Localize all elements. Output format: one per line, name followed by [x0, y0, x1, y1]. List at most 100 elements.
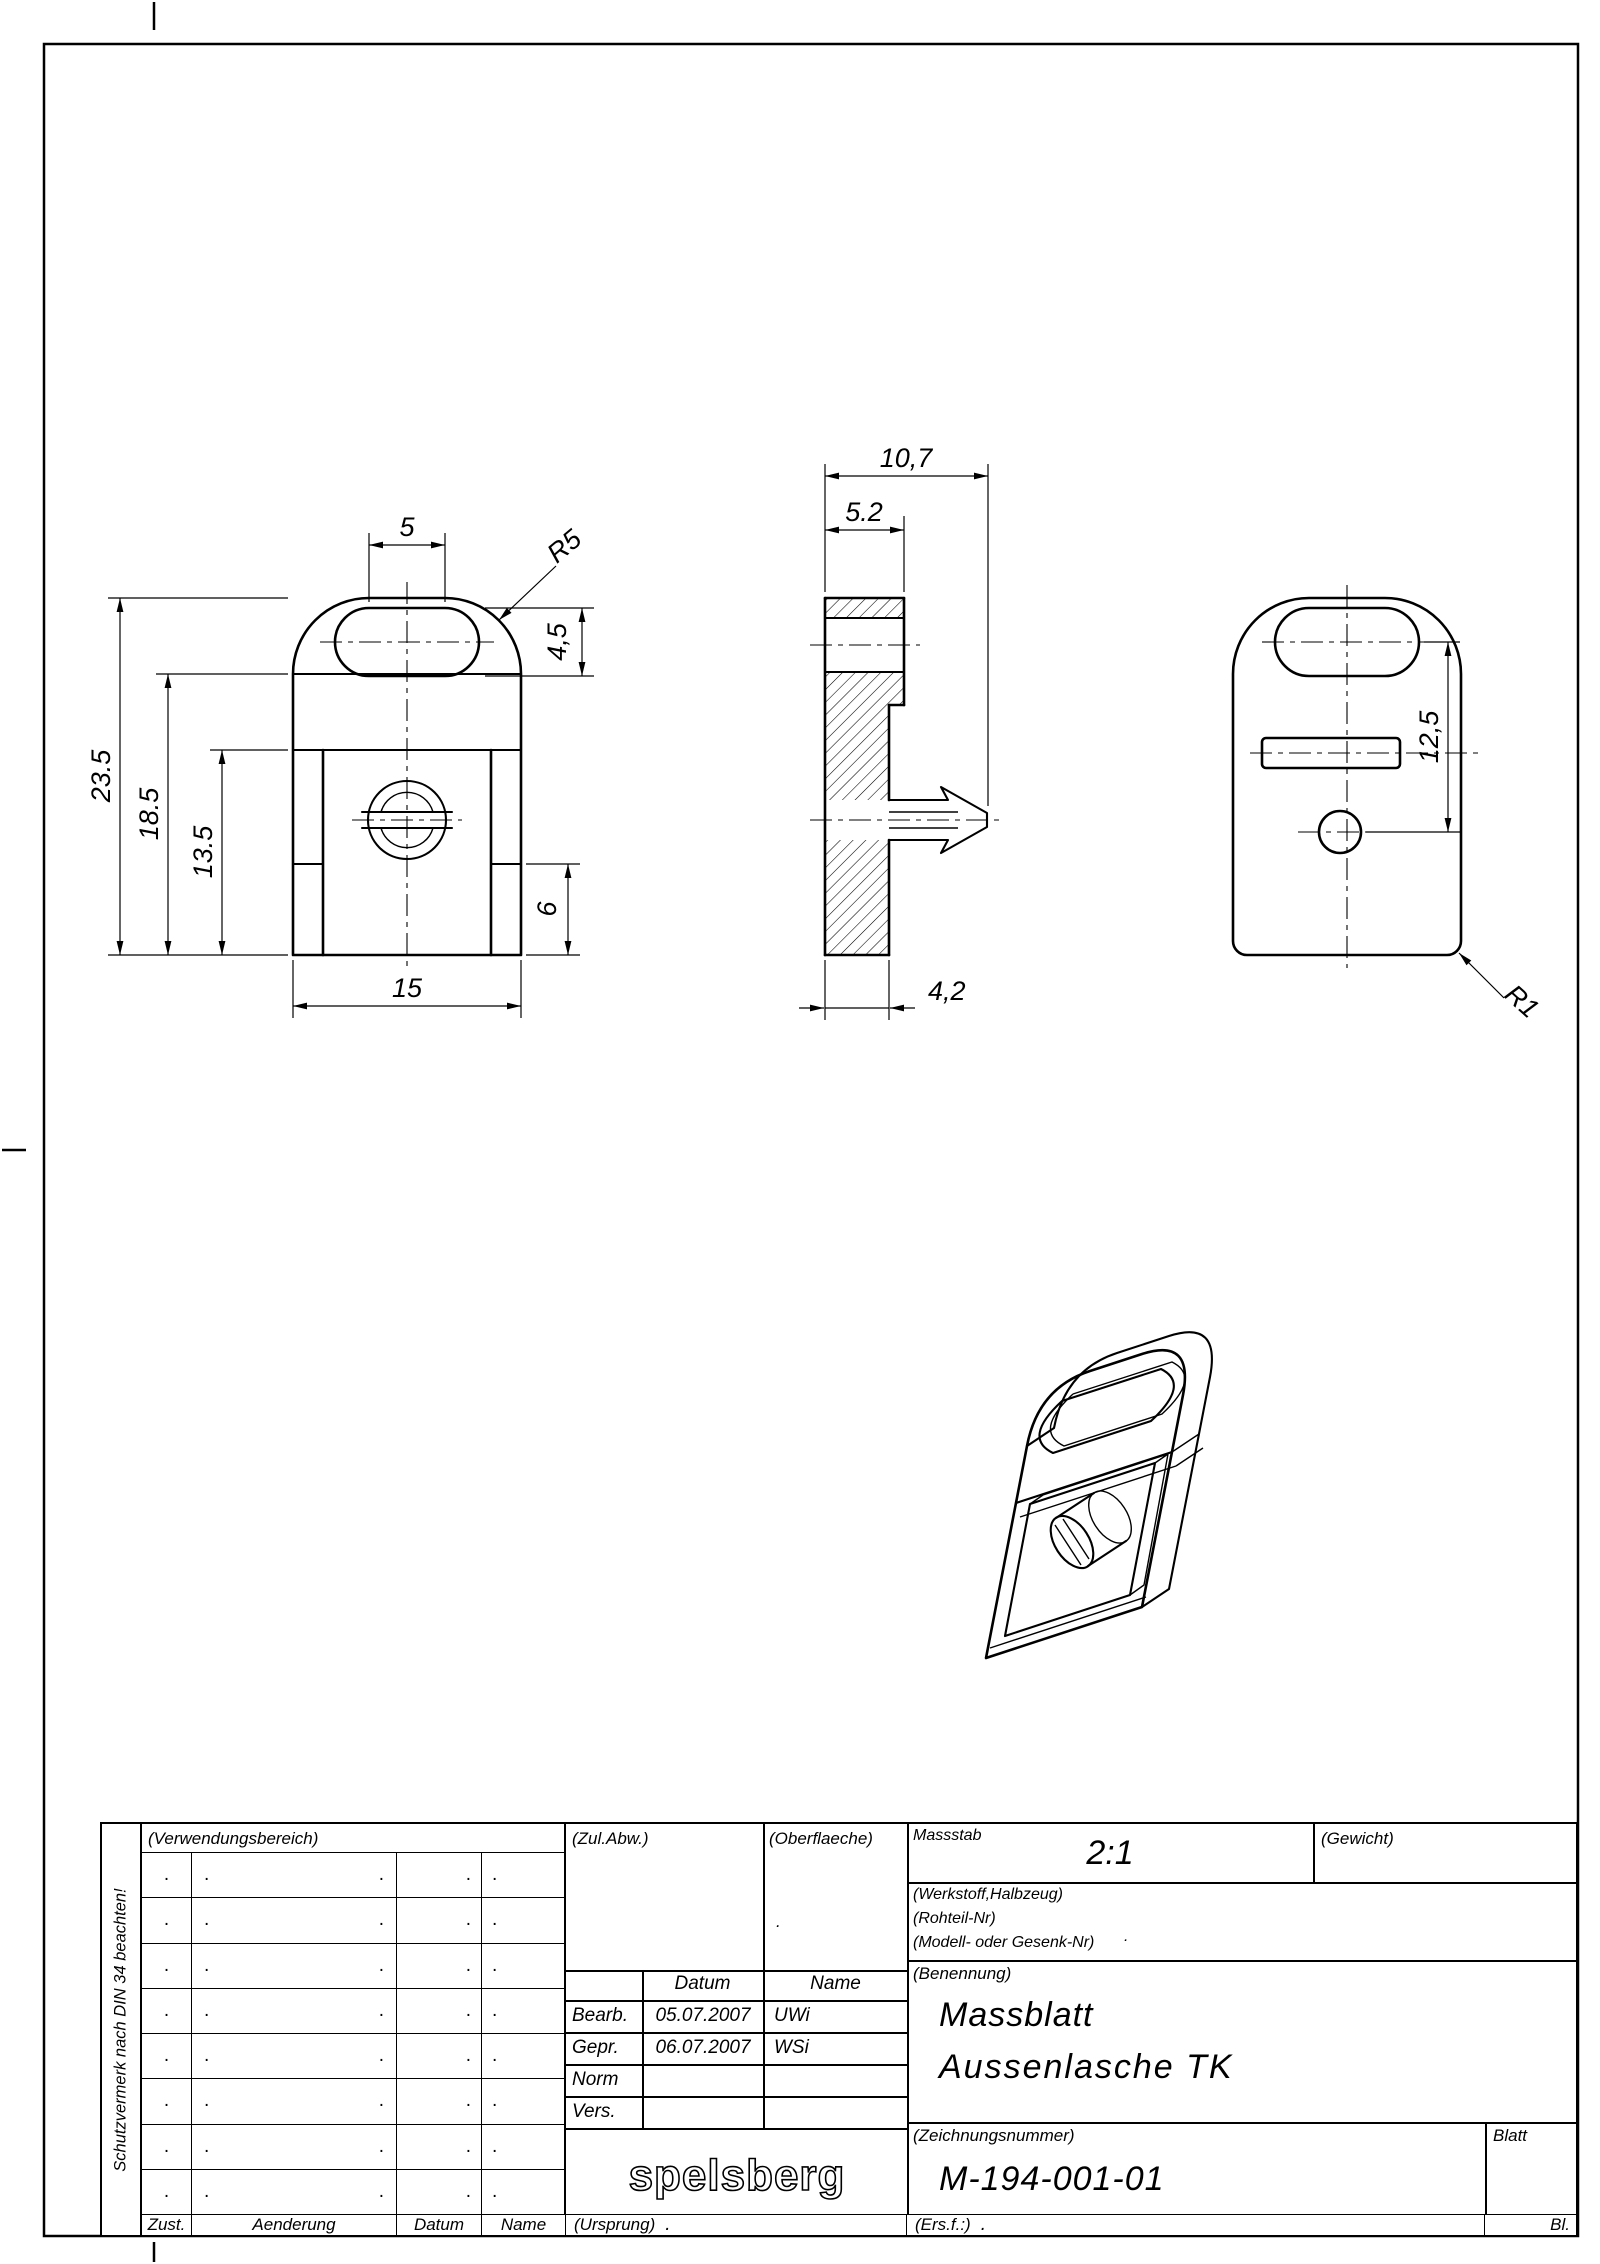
modell-dot: .	[1124, 1928, 1129, 1945]
grid-line	[566, 2032, 907, 2034]
revision-cell: .	[482, 1988, 566, 2033]
rohteil-label: (Rohteil-Nr)	[913, 1910, 996, 1927]
placeholder-dot: .	[465, 2090, 471, 2112]
revision-cell: .	[142, 2079, 192, 2124]
revision-cell: ..	[192, 2079, 397, 2124]
dim-head-radius: R5	[541, 523, 587, 569]
datum-header: Datum	[674, 1973, 731, 1994]
revision-cell: .	[142, 2034, 192, 2079]
placeholder-dot: .	[204, 2045, 210, 2067]
placeholder-dot: .	[163, 1909, 170, 1931]
grid-line	[907, 1824, 909, 2214]
grid-line	[566, 2128, 907, 2130]
placeholder-dot: .	[378, 2045, 384, 2067]
revision-cell: ..	[192, 2169, 397, 2214]
dim-head-height: 18.5	[134, 787, 164, 841]
placeholder-dot: .	[378, 2090, 384, 2112]
placeholder-dot: .	[163, 1999, 170, 2021]
grid-line	[566, 2000, 907, 2002]
revision-row: .....	[142, 1943, 566, 1989]
zul-abw-label: (Zul.Abw.)	[572, 1829, 649, 1848]
placeholder-dot: .	[465, 2135, 471, 2157]
placeholder-dot: .	[163, 2135, 170, 2157]
placeholder-dot: .	[492, 1954, 498, 1976]
name-header: Name	[810, 1973, 861, 1994]
approval-row-bearb: Bearb. 05.07.2007 UWi	[566, 2000, 907, 2032]
dim-hole-distance: 12,5	[1414, 710, 1444, 764]
grid-line	[564, 1824, 566, 2214]
revision-cell: .	[142, 2124, 192, 2169]
revision-cell: .	[397, 2169, 482, 2214]
grid-line	[907, 1960, 1576, 1962]
ersf-dot: .	[980, 2214, 986, 2235]
placeholder-dot: .	[465, 1864, 471, 1886]
placeholder-dot: .	[465, 1954, 471, 1976]
footer-row: Zust. Aenderung Datum Name (Ursprung) . …	[142, 2214, 1576, 2235]
revision-cell: .	[482, 2034, 566, 2079]
oberflaeche-label: (Oberflaeche)	[769, 1829, 873, 1848]
revision-cell: .	[482, 2079, 566, 2124]
revision-cell: ..	[192, 2124, 397, 2169]
dim-leg-depth: 4,2	[928, 976, 966, 1006]
approval-date: 06.07.2007	[655, 2037, 751, 2058]
dim-width: 15	[392, 973, 423, 1003]
dim-head-depth: 5.2	[845, 497, 883, 527]
revision-cell: .	[397, 1853, 482, 1898]
oberflaeche-dot: .	[776, 1912, 781, 1931]
revision-cell: ..	[192, 2034, 397, 2079]
revision-cell: .	[142, 2169, 192, 2214]
massstab-label: Massstab	[913, 1827, 982, 1844]
revision-cell: .	[142, 1943, 192, 1988]
approval-row-norm: Norm	[566, 2064, 907, 2096]
placeholder-dot: .	[378, 1864, 384, 1886]
footer-aenderung: Aenderung	[192, 2215, 397, 2235]
grid-line	[907, 1882, 1576, 1884]
front-view: 5 R5 4,5 23.5 18.5 13.5 6	[86, 512, 594, 1018]
approval-name: UWi	[774, 2005, 810, 2026]
back-view: 12,5 R1	[1231, 585, 1545, 1024]
placeholder-dot: .	[204, 1909, 210, 1931]
dim-slot-width: 5	[399, 512, 415, 542]
revision-cell: .	[397, 1988, 482, 2033]
part-title-line1: Massblatt	[939, 1996, 1094, 2034]
dim-corner-radius: R1	[1499, 979, 1545, 1024]
blatt-label: Blatt	[1493, 2126, 1528, 2145]
zeichnungsnummer-label: (Zeichnungsnummer)	[913, 2126, 1075, 2145]
placeholder-dot: .	[492, 1909, 498, 1931]
company-logo: spelsberg	[566, 2136, 907, 2214]
approval-label: Bearb.	[572, 2005, 628, 2026]
placeholder-dot: .	[163, 2045, 170, 2067]
dim-body-height: 13.5	[188, 825, 218, 879]
revision-cell: .	[397, 1898, 482, 1943]
placeholder-dot: .	[465, 2180, 471, 2202]
footer-name: Name	[482, 2215, 566, 2235]
placeholder-dot: .	[204, 1999, 210, 2021]
footer-ersf: (Ers.f.:) .	[907, 2214, 1485, 2235]
placeholder-dot: .	[204, 1954, 210, 1976]
werkstoff-label: (Werkstoff,Halbzeug)	[913, 1886, 1063, 1903]
grid-line	[1313, 1824, 1315, 1882]
revision-row: .....	[142, 2169, 566, 2214]
ersf-label: (Ers.f.:)	[915, 2215, 971, 2234]
approval-row-vers: Vers.	[566, 2096, 907, 2128]
footer-zust: Zust.	[142, 2215, 192, 2235]
benennung-label: (Benennung)	[913, 1964, 1012, 1983]
ursprung-label: (Ursprung)	[574, 2215, 656, 2234]
placeholder-dot: .	[378, 1954, 384, 1976]
grid-line	[1485, 2122, 1487, 2214]
placeholder-dot: .	[204, 2135, 210, 2157]
scale-value: 2:1	[1086, 1834, 1134, 1872]
revision-cell: ..	[192, 1898, 397, 1943]
revision-cell: .	[397, 2034, 482, 2079]
placeholder-dot: .	[163, 2090, 170, 2112]
placeholder-dot: .	[492, 2135, 498, 2157]
placeholder-dot: .	[492, 2090, 498, 2112]
placeholder-dot: .	[492, 1864, 498, 1886]
approval-row-gepr: Gepr. 06.07.2007 WSi	[566, 2032, 907, 2064]
grid-line	[642, 1970, 644, 2128]
dim-total-depth: 10,7	[880, 443, 934, 473]
title-block: Schutzvermerk nach DIN 34 beachten! (Ver…	[100, 1822, 1578, 2237]
revision-cell: ..	[192, 1943, 397, 1988]
placeholder-dot: .	[163, 1864, 170, 1886]
